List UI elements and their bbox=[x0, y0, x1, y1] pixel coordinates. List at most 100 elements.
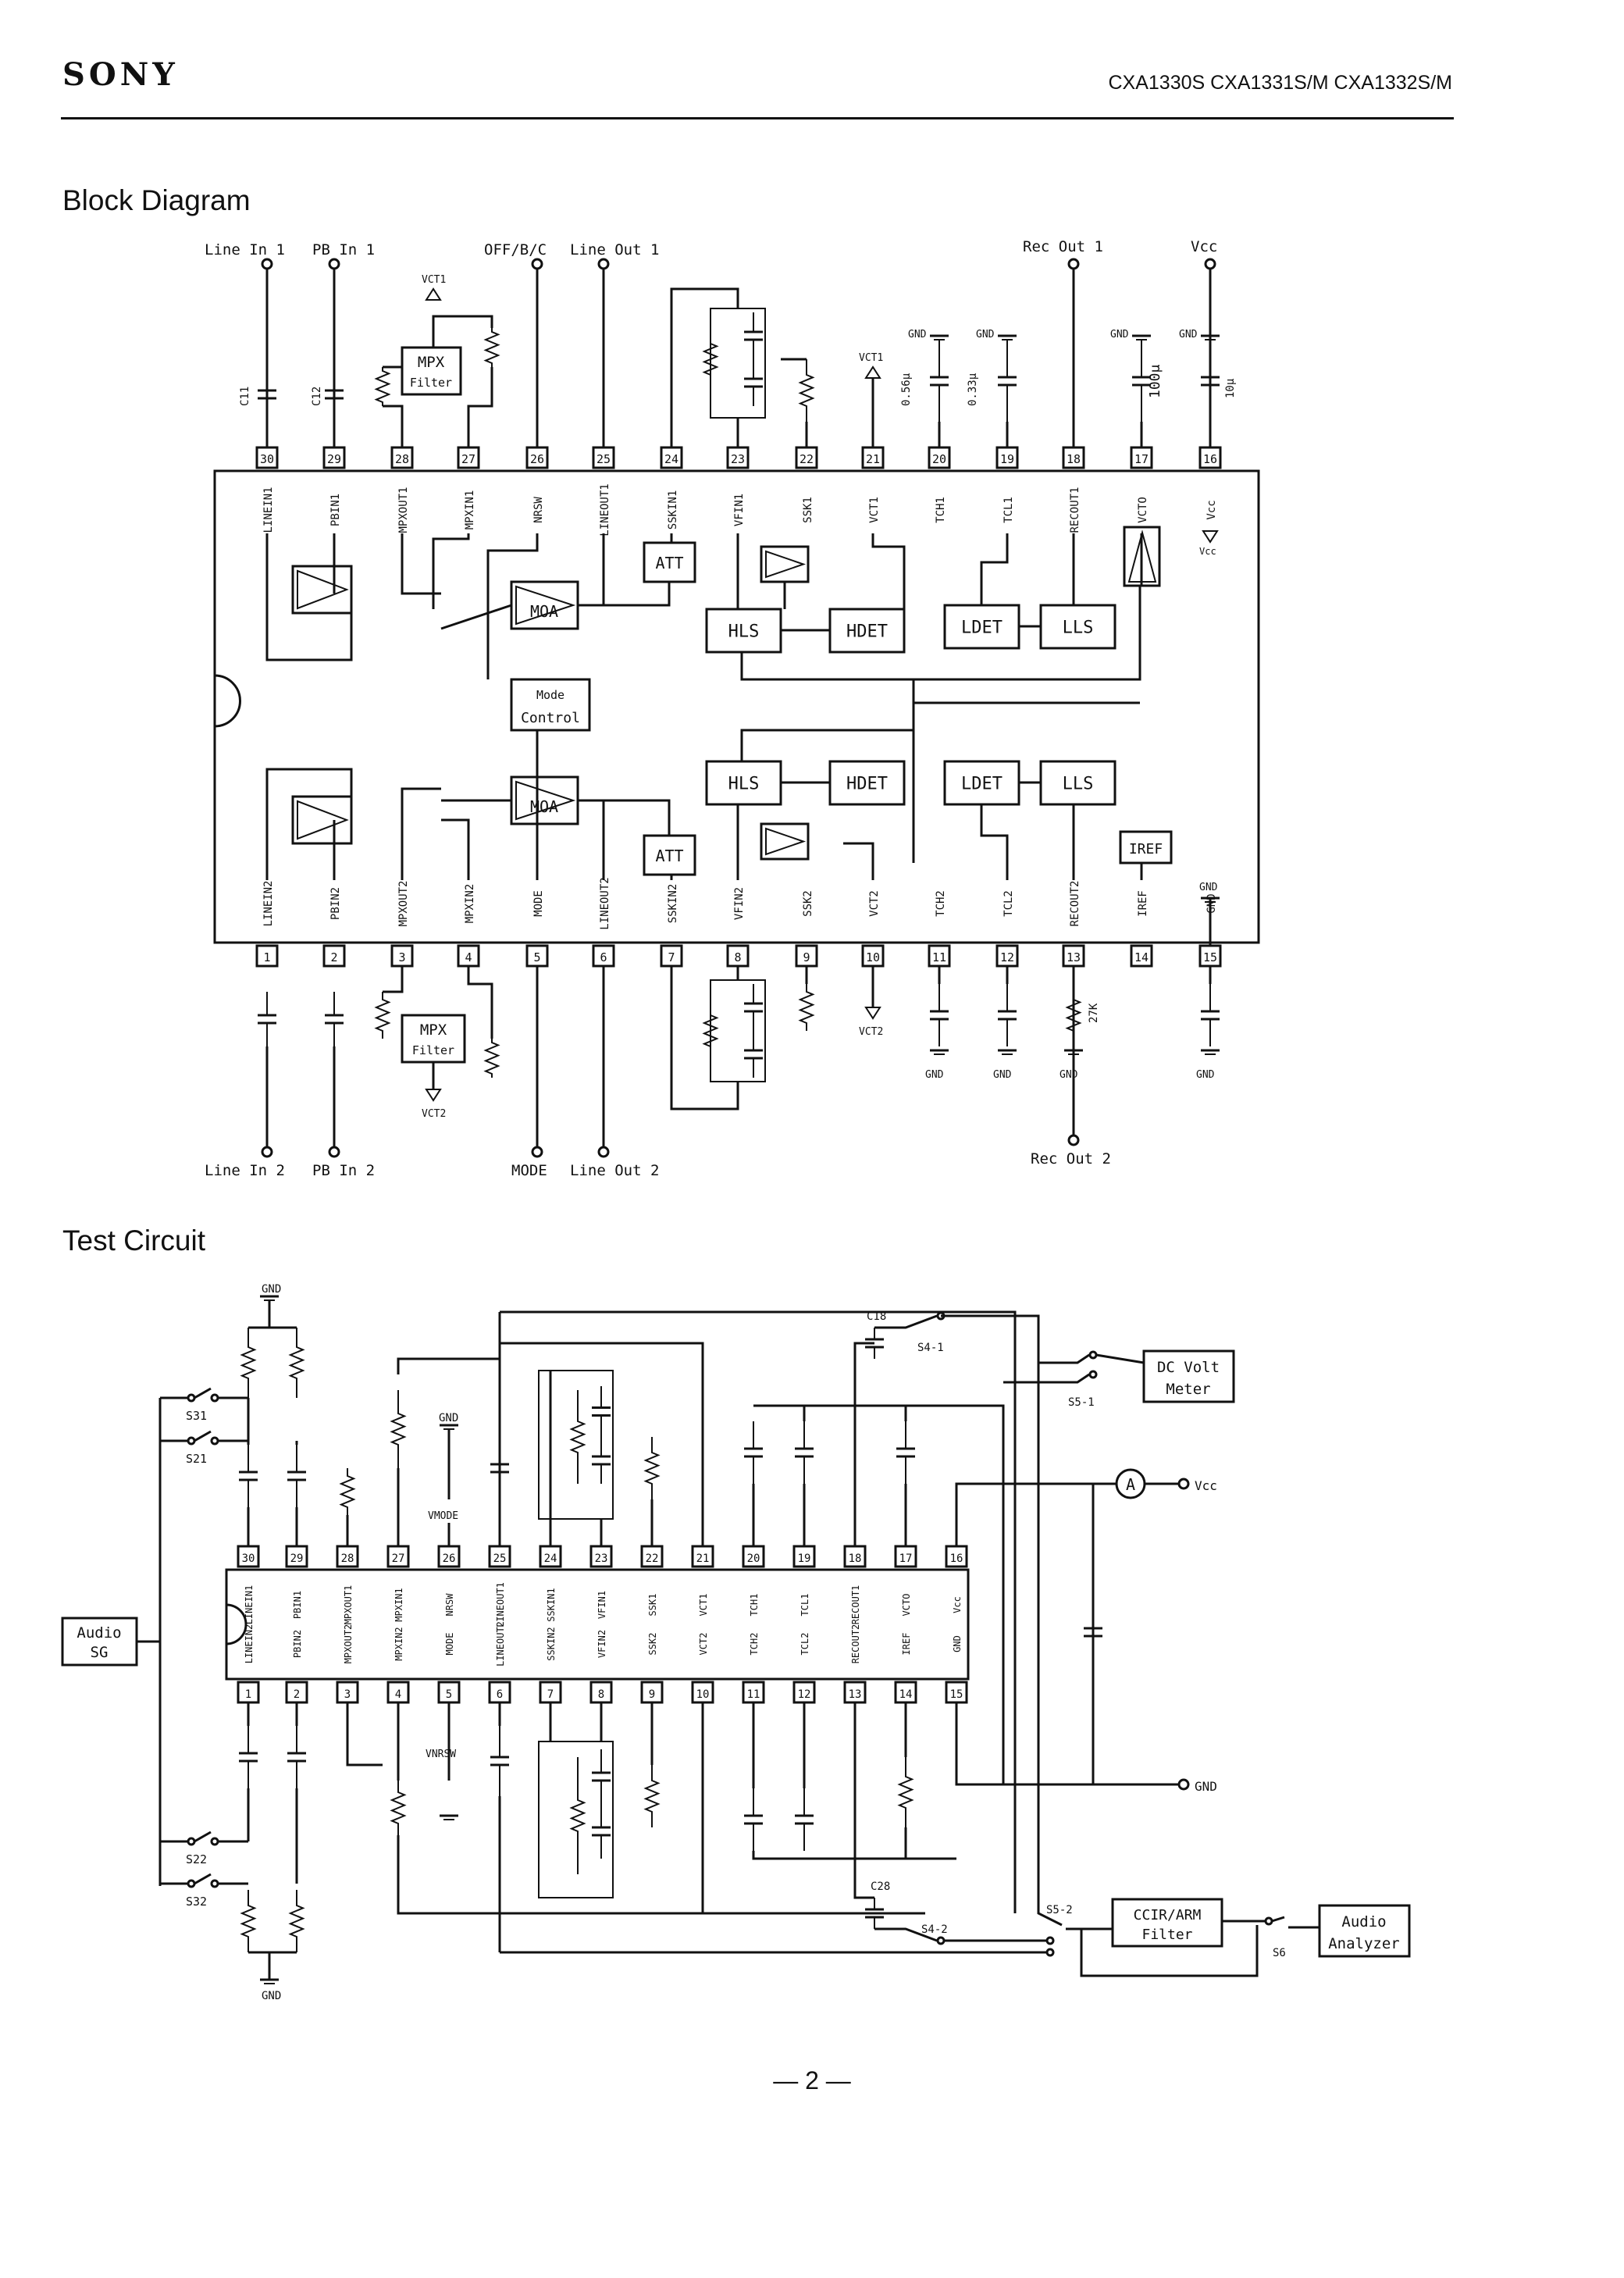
pin-6 bbox=[592, 944, 615, 968]
pin-number: 10 bbox=[696, 1688, 710, 1701]
capacitor bbox=[592, 1386, 611, 1437]
pin-number: 21 bbox=[696, 1553, 710, 1565]
capacitor bbox=[592, 1804, 611, 1859]
resistor bbox=[569, 1757, 586, 1874]
pin-number: 26 bbox=[443, 1553, 456, 1565]
wire bbox=[500, 1310, 1017, 1913]
wire bbox=[432, 315, 493, 348]
pin-number: 18 bbox=[1067, 452, 1081, 466]
pin-name: LINEIN1 bbox=[244, 1585, 255, 1625]
pin-3 bbox=[390, 944, 414, 968]
capacitor bbox=[865, 1898, 884, 1929]
ic-notch bbox=[214, 674, 241, 728]
wire bbox=[1003, 1373, 1090, 1384]
part-numbers: CXA1330S CXA1331S/M CXA1332S/M bbox=[1108, 72, 1452, 94]
vnrsw-label: VNRSW bbox=[426, 1749, 456, 1760]
mode-control-label: Mode bbox=[536, 688, 564, 702]
label-pb-in-1: PB In 1 bbox=[312, 241, 375, 258]
wire bbox=[383, 405, 404, 447]
wire bbox=[265, 768, 353, 880]
pin-14 bbox=[1130, 944, 1153, 968]
wire bbox=[401, 787, 441, 880]
label-vcc: Vcc bbox=[1191, 238, 1217, 255]
pin-number: 7 bbox=[547, 1688, 554, 1701]
wire bbox=[670, 287, 739, 447]
capacitor bbox=[239, 1445, 258, 1507]
att-1-label: ATT bbox=[655, 554, 683, 572]
resistor bbox=[390, 1781, 407, 1835]
ground-symbol bbox=[1201, 897, 1220, 903]
pin-number: 4 bbox=[395, 1688, 401, 1701]
hls-1-label: HLS bbox=[728, 622, 760, 642]
wire bbox=[467, 966, 493, 1039]
value-label: 0.33μ bbox=[967, 373, 979, 406]
test-pin-top-17 bbox=[894, 1545, 917, 1568]
amp-box bbox=[291, 795, 353, 845]
terminal bbox=[1177, 1778, 1190, 1791]
resistor bbox=[569, 1390, 586, 1484]
switch-contact bbox=[210, 1837, 219, 1846]
pin-name: TCL1 bbox=[1003, 497, 1015, 523]
pin-number: 23 bbox=[595, 1553, 608, 1565]
value-label: 100μ bbox=[1147, 364, 1163, 398]
pin-name: VFIN2 bbox=[597, 1630, 607, 1658]
wire bbox=[467, 367, 493, 447]
terminal bbox=[1204, 258, 1216, 270]
amplifier bbox=[291, 795, 353, 845]
resistor bbox=[702, 320, 719, 398]
pin-number: 12 bbox=[798, 1688, 811, 1701]
gnd-label: GND bbox=[262, 1283, 281, 1296]
switch-contact bbox=[1088, 1370, 1098, 1379]
hdet-1 bbox=[828, 608, 906, 654]
gnd-label: GND bbox=[976, 329, 995, 340]
hdet-2 bbox=[828, 760, 906, 806]
supply-symbol bbox=[864, 365, 881, 379]
dc-volt-meter bbox=[1142, 1349, 1235, 1403]
resistor bbox=[483, 328, 500, 367]
resistor bbox=[339, 1468, 356, 1515]
ground-symbol bbox=[998, 334, 1017, 340]
capacitor bbox=[744, 1788, 763, 1851]
pin-number: 17 bbox=[1134, 452, 1149, 466]
lls-1 bbox=[1039, 604, 1116, 650]
pin-number: 24 bbox=[544, 1553, 557, 1565]
wire bbox=[670, 966, 739, 1110]
amp-triangle bbox=[765, 550, 807, 579]
switch-contact bbox=[187, 1393, 196, 1403]
capacitor bbox=[744, 1031, 763, 1078]
cap-label: C11 bbox=[239, 387, 251, 406]
pin-name: VCT2 bbox=[698, 1633, 709, 1656]
amplifier bbox=[760, 545, 810, 583]
switch-label: S5-1 bbox=[1068, 1396, 1095, 1409]
audio-analyzer bbox=[1318, 1904, 1411, 1958]
pin-name: TCH2 bbox=[935, 890, 947, 917]
pin-2 bbox=[322, 944, 346, 968]
pin-name: VFIN2 bbox=[733, 887, 746, 920]
switch-label: S21 bbox=[186, 1452, 207, 1466]
resistor bbox=[798, 359, 815, 422]
terminal bbox=[328, 1146, 340, 1158]
wire bbox=[194, 1430, 212, 1442]
capacitor bbox=[490, 1726, 509, 1796]
gnd-label: GND bbox=[993, 1069, 1012, 1081]
brand-logo: SONY bbox=[62, 56, 179, 93]
pin-name: SSK1 bbox=[802, 497, 814, 523]
supply-symbol bbox=[425, 1089, 442, 1102]
pin-name: MODE bbox=[444, 1633, 455, 1656]
wire bbox=[941, 1314, 1040, 1898]
mpx-filter-2 bbox=[401, 1014, 466, 1064]
amp-triangle bbox=[515, 780, 576, 821]
pin-name: SSKIN2 bbox=[546, 1627, 557, 1660]
terminal bbox=[1067, 258, 1080, 270]
amplifier bbox=[291, 565, 353, 615]
pin-name: RECOUT1 bbox=[1069, 487, 1081, 533]
pin-number: 10 bbox=[866, 950, 880, 964]
ground-symbol bbox=[260, 1978, 279, 1984]
pin-name: MPXOUT1 bbox=[397, 487, 410, 533]
cap-label: C12 bbox=[311, 387, 323, 406]
capacitor bbox=[1132, 340, 1151, 422]
capacitor bbox=[795, 1788, 814, 1851]
wire bbox=[874, 1927, 938, 1942]
wire bbox=[401, 533, 441, 595]
